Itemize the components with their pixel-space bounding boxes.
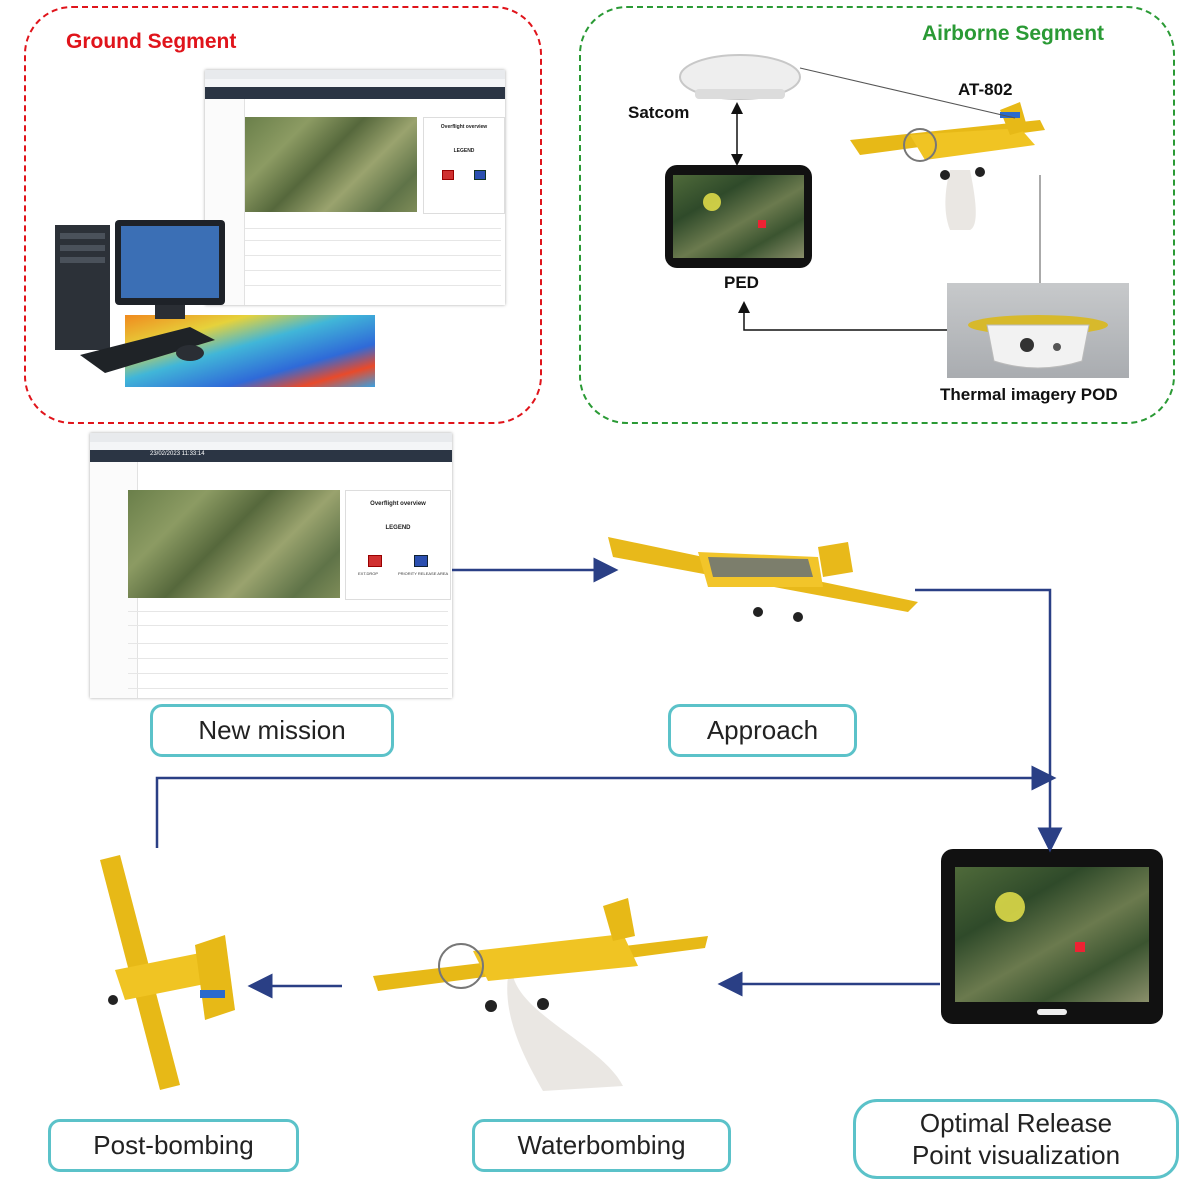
ped-tablet-image <box>665 165 812 268</box>
step-post-bombing: Post-bombing <box>48 1119 299 1172</box>
step-approach: Approach <box>668 704 857 757</box>
step-optimal-release: Optimal Release Point visualization <box>853 1099 1179 1179</box>
satcom-antenna-image <box>675 45 805 105</box>
arrow-loop-back <box>155 765 1057 848</box>
arrow-approach-to-optimal-release <box>915 588 1063 853</box>
airborne-segment-box <box>579 6 1175 424</box>
pod-label: Thermal imagery POD <box>940 385 1118 404</box>
legend-item-1: EXT.DROP <box>358 571 379 576</box>
step-new-mission: New mission <box>150 704 394 757</box>
step-waterbombing: Waterbombing <box>472 1119 731 1172</box>
optimal-release-tablet-image <box>941 849 1163 1024</box>
ground-panel-title: Overflight overview <box>440 124 488 130</box>
ground-legend-title: LEGEND <box>453 148 475 154</box>
approach-aircraft-image <box>608 517 918 637</box>
new-mission-date: 23/02/2023 11:33:14 <box>150 451 205 457</box>
ground-map <box>245 117 417 212</box>
legend-item-2: PRIORITY RELEASE AREA <box>398 571 449 576</box>
new-mission-panel-title: Overflight overview <box>370 501 426 507</box>
ground-segment-box <box>24 6 542 424</box>
desktop-computer-image <box>40 215 385 390</box>
aircraft-label: AT-802 <box>958 80 1013 99</box>
aircraft-image <box>850 100 1050 235</box>
thermal-pod-image <box>947 283 1129 378</box>
ped-label: PED <box>724 273 759 292</box>
post-bombing-aircraft-image <box>85 850 240 1090</box>
new-mission-legend-title: LEGEND <box>385 525 411 531</box>
waterbombing-aircraft-image <box>373 896 708 1096</box>
new-mission-screenshot: 23/02/2023 11:33:14 Overflight overview … <box>90 433 452 698</box>
ground-segment-title: Ground Segment <box>66 30 237 53</box>
airborne-segment-title: Airborne Segment <box>922 22 1105 45</box>
new-mission-map <box>128 490 340 598</box>
satcom-label: Satcom <box>628 103 690 122</box>
